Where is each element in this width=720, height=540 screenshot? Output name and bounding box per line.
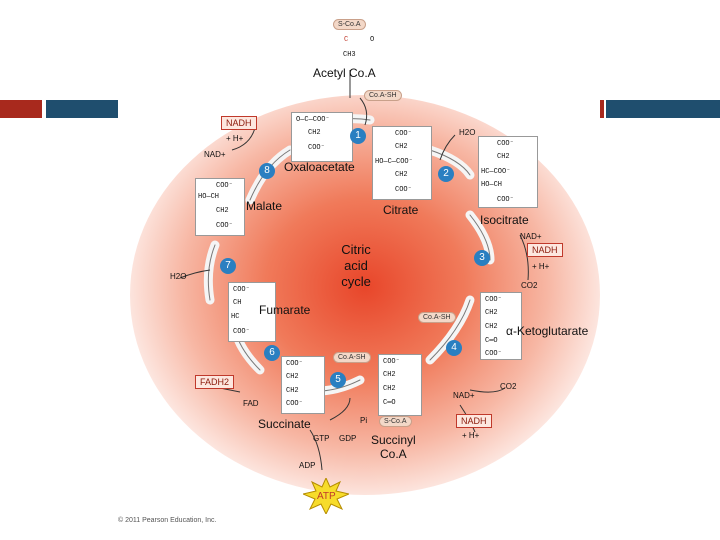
nadh-tag-3: NADH [456, 414, 492, 428]
h2o-label-2: H2O [170, 272, 187, 281]
s-coa-pill-top: S-Co.A [333, 19, 366, 30]
center-line-2: acid [344, 258, 368, 273]
header-bar-left-navy [46, 100, 118, 118]
isocitrate-structure: COO⁻ CH2 HC—COO⁻ HO—CH COO⁻ [478, 136, 538, 208]
gdp-label: GDP [339, 434, 357, 443]
copyright-text: © 2011 Pearson Education, Inc. [118, 517, 217, 524]
header-bar-right-navy [606, 100, 720, 118]
fad-label: FAD [243, 399, 259, 408]
h-plus-3: + H+ [462, 431, 480, 440]
step-7-badge: 7 [220, 258, 236, 274]
h2o-label-1: H2O [459, 128, 476, 137]
coa-sh-pill-2: Co.A-SH [418, 312, 456, 323]
co2-label-2: CO2 [500, 382, 517, 391]
step-5-badge: 5 [330, 372, 346, 388]
atp-starburst [303, 478, 349, 514]
center-line-1: Citric [341, 242, 371, 257]
nadh-tag-2: NADH [527, 243, 563, 257]
isocitrate-label: Isocitrate [480, 213, 529, 227]
header-bar-right-red [600, 100, 604, 118]
oxaloacetate-structure: O—C—COO⁻ CH2 COO⁻ [291, 112, 353, 162]
alpha-ketoglutarate-structure: COO⁻ CH2 CH2 C═O COO⁻ [480, 292, 522, 360]
oxaloacetate-label: Oxaloacetate [284, 160, 355, 174]
malate-structure: COO⁻ HO—CH CH2 COO⁻ [195, 178, 245, 236]
alpha-ketoglutarate-label: α-Ketoglutarate [506, 324, 589, 338]
acetyl-o: O [370, 36, 375, 44]
step-4-badge: 4 [446, 340, 462, 356]
fumarate-label: Fumarate [259, 303, 311, 317]
fumarate-structure: COO⁻ CH HC COO⁻ [228, 282, 276, 342]
adp-label: ADP [299, 461, 316, 470]
acetyl-coa-label: Acetyl Co.A [313, 66, 376, 80]
fadh2-tag: FADH2 [195, 375, 235, 389]
succinyl-coa-structure: COO⁻ CH2 CH2 C═O [378, 354, 422, 416]
atp-label: ATP [317, 491, 336, 502]
step-1-badge: 1 [350, 128, 366, 144]
nad-plus-2: NAD+ [520, 232, 542, 241]
center-line-3: cycle [341, 274, 371, 289]
malate-label: Malate [246, 199, 283, 213]
step-8-badge: 8 [259, 163, 275, 179]
succinyl-coa-label: Succinyl Co.A [371, 433, 416, 461]
coa-sh-pill-3: Co.A-SH [333, 352, 371, 363]
succinate-structure: COO⁻ CH2 CH2 COO⁻ [281, 356, 325, 414]
acetyl-ch3: CH3 [343, 51, 356, 59]
coa-sh-pill-1: Co.A-SH [364, 90, 402, 101]
step-6-badge: 6 [264, 345, 280, 361]
cycle-center-label: Citric acid cycle [326, 242, 386, 290]
pi-label: Pi [360, 416, 368, 425]
s-coa-pill-bottom: S-Co.A [379, 416, 412, 427]
acetyl-c: C [344, 36, 349, 44]
header-bar-left-red [0, 100, 42, 118]
nad-plus-1: NAD+ [204, 150, 226, 159]
succinate-label: Succinate [258, 417, 311, 431]
h-plus-2: + H+ [532, 262, 550, 271]
h-plus-1: + H+ [226, 134, 244, 143]
co2-label-1: CO2 [521, 281, 538, 290]
step-2-badge: 2 [438, 166, 454, 182]
nadh-tag-1: NADH [221, 116, 257, 130]
citrate-structure: COO⁻ CH2 HO—C—COO⁻ CH2 COO⁻ [372, 126, 432, 200]
nad-plus-3: NAD+ [453, 391, 475, 400]
step-3-badge: 3 [474, 250, 490, 266]
citrate-label: Citrate [383, 203, 419, 217]
gtp-label: GTP [313, 434, 330, 443]
